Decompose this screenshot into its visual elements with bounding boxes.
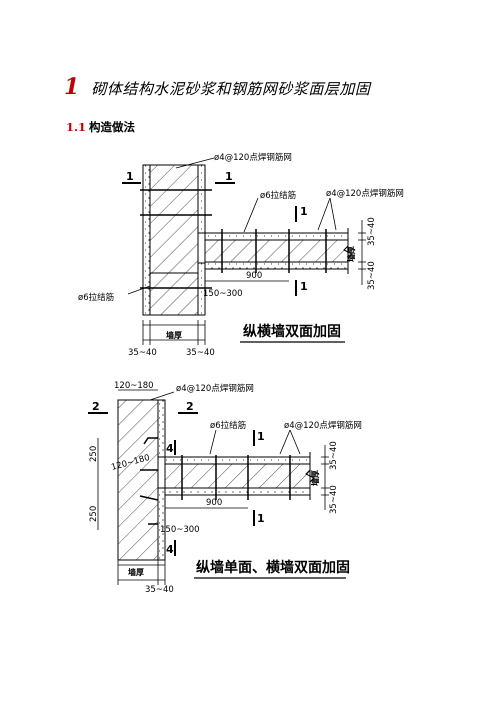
dim-top: 120~180 (114, 381, 154, 391)
wall-thickness-side: 墙厚 (346, 246, 356, 262)
section-mark-2-right: 2 (186, 400, 194, 413)
section-number: 1 (64, 74, 80, 100)
dim-side-top: 35~40 (329, 441, 339, 470)
section-mark-1-lower: 1 (300, 280, 308, 293)
dim-side-bottom: 35~40 (367, 261, 377, 290)
mesh-label-top: ø4@120点焊钢筋网 (176, 383, 254, 394)
dim-bottom-right: 35~40 (186, 348, 215, 358)
figure-2-caption: 纵墙单面、横墙双面加固 (196, 559, 350, 576)
dim-900: 900 (246, 271, 262, 281)
tie-label-left: ø6拉结筋 (78, 292, 114, 303)
dim-spacing: 150~300 (160, 525, 200, 535)
subsection-title: 构造做法 (89, 120, 136, 134)
section-mark-4-lower: 4 (166, 543, 174, 556)
wall-thickness-side: 墙厚 (310, 470, 320, 486)
section-mark-2-left: 2 (92, 400, 100, 413)
longitudinal-wall-lower (149, 272, 199, 316)
section-mark-1-lower: 1 (257, 512, 265, 525)
figure-2: 2 2 4 4 1 1 120~180 ø4@120点焊钢筋网 ø6拉结筋 ø4… (88, 381, 362, 595)
wall-thickness-bottom: 墙厚 (166, 330, 182, 340)
section-mark-4-upper: 4 (166, 442, 174, 455)
dim-side-top: 35~40 (367, 217, 377, 246)
section-mark-1-upper: 1 (257, 430, 265, 443)
section-title: 砌体结构水泥砂浆和钢筋网砂浆面层加固 (91, 80, 371, 98)
dim-bottom-left: 35~40 (128, 348, 157, 358)
mortar-layer-right (197, 164, 206, 234)
section-heading: 1 砌体结构水泥砂浆和钢筋网砂浆面层加固 (64, 74, 370, 102)
mortar-layer-left (142, 164, 151, 316)
section-mark-1-upper: 1 (300, 205, 308, 218)
mesh-label-right: ø4@120点焊钢筋网 (284, 420, 362, 431)
wall-thickness-bottom: 墙厚 (128, 567, 144, 577)
mesh-label-top: ø4@120点焊钢筋网 (214, 152, 292, 163)
dim-side-bottom: 35~40 (329, 485, 339, 514)
dim-250-upper: 250 (89, 446, 99, 462)
mortar-layer-right (157, 399, 166, 458)
longitudinal-wall (117, 399, 159, 561)
dim-spacing: 150~300 (203, 289, 243, 299)
section-mark-1-left: 1 (126, 170, 134, 183)
figure-1: 1 1 1 1 ø4@120点焊钢筋网 ø6拉结筋 ø4@120点焊钢筋网 ø6… (78, 152, 404, 358)
longitudinal-wall-upper (149, 164, 199, 274)
dim-250-lower: 250 (89, 506, 99, 522)
figure-1-caption: 纵横墙双面加固 (243, 323, 341, 340)
tie-label-right: ø6拉结筋 (260, 190, 296, 201)
dim-900: 900 (206, 498, 222, 508)
transverse-wall (164, 463, 311, 489)
tie-label: ø6拉结筋 (210, 420, 246, 431)
mesh-label-right: ø4@120点焊钢筋网 (326, 188, 404, 199)
dim-bottom: 35~40 (145, 585, 174, 595)
subsection-number: 1.1 (66, 120, 87, 134)
section-mark-1-right: 1 (225, 170, 233, 183)
